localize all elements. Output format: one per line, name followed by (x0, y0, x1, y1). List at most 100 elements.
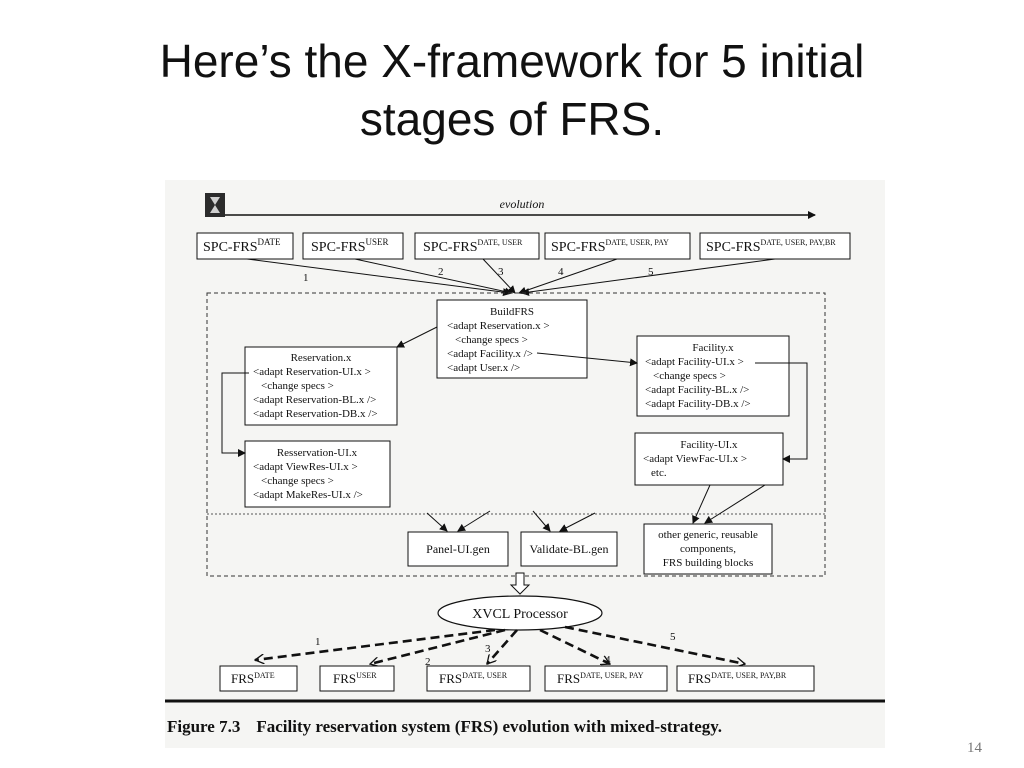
to-processor-arrow (509, 572, 531, 595)
reservation-line-3: <adapt Reservation-BL.x /> (253, 394, 376, 406)
facility-ui-line-1: <adapt ViewFac-UI.x > (643, 453, 747, 465)
buildfrs-line-2: <change specs > (455, 334, 528, 346)
spc-arrow-3 (482, 258, 516, 294)
frs-box-1: FRSDATE (219, 665, 298, 692)
gen-arrow-3 (532, 510, 551, 532)
hourglass-icon (205, 193, 225, 217)
title-line-2: stages of FRS. (359, 93, 665, 145)
facility-line-3: <adapt Facility-BL.x /> (645, 384, 749, 396)
gen-arrow-5 (692, 484, 711, 524)
page-number: 14 (967, 740, 982, 756)
xvcl-processor-label: XVCL Processor (472, 607, 568, 622)
facility-title: Facility.x (692, 342, 734, 354)
buildfrs-title: BuildFRS (490, 306, 534, 318)
spc-arrow-5 (521, 258, 776, 297)
reservation-to-ui-arrow (221, 372, 249, 457)
output-arrow-5 (564, 625, 745, 664)
reservation-ui-box: Resservation-UI.x <adapt ViewRes-UI.x > … (244, 440, 391, 508)
evolution-label: evolution (500, 197, 545, 211)
stage-number-3: 3 (498, 266, 504, 278)
spc-box-2-text: SPC-FRSUSER (311, 237, 389, 255)
reservation-line-1: <adapt Reservation-UI.x > (253, 366, 371, 378)
reservation-ui-line-1: <adapt ViewRes-UI.x > (253, 461, 358, 473)
reservation-ui-line-3: <adapt MakeRes-UI.x /> (253, 489, 363, 501)
reservation-title: Reservation.x (291, 352, 352, 364)
buildfrs-box: BuildFRS <adapt Reservation.x > <change … (436, 299, 588, 379)
spc-box-1-text: SPC-FRSDATE (203, 237, 281, 255)
generic-line-1: other generic, reusable (658, 529, 758, 541)
gen-arrow-2 (457, 510, 491, 532)
figure-image: evolution SPC-FRSDATE SPC-FRSUSER SPC-FR… (165, 180, 885, 748)
output-arrow-1 (255, 628, 496, 660)
buildfrs-to-reservation-arrow (396, 326, 438, 348)
spc-arrow-1 (246, 258, 511, 297)
spc-arrow-2 (354, 258, 513, 296)
reservation-line-4: <adapt Reservation-DB.x /> (253, 408, 378, 420)
buildfrs-line-3: <adapt Facility.x /> (447, 348, 533, 360)
stage-number-2: 2 (438, 266, 444, 278)
reservation-ui-line-2: <change specs > (261, 475, 334, 487)
stage-number-1: 1 (303, 272, 309, 284)
frs-diagram: evolution SPC-FRSDATE SPC-FRSUSER SPC-FR… (165, 193, 885, 736)
validate-bl-gen-label: Validate-BL.gen (530, 542, 609, 556)
gen-arrow-4 (559, 512, 596, 532)
caption-label: Figure 7.3 (167, 717, 240, 736)
frs-box-5: FRSDATE, USER, PAY,BR (676, 665, 815, 692)
xvcl-processor: XVCL Processor (437, 595, 603, 631)
stage-number-5: 5 (648, 266, 654, 278)
output-arrow-2 (370, 628, 506, 664)
stage-number-4: 4 (558, 266, 564, 278)
panel-ui-gen-box: Panel-UI.gen (407, 531, 509, 567)
spc-box-4: SPC-FRSDATE, USER, PAY (544, 232, 691, 260)
title-line-1: Here’s the X-framework for 5 initial (159, 35, 865, 87)
generic-components-box: other generic, reusable components, FRS … (643, 523, 773, 575)
facility-line-2: <change specs > (653, 370, 726, 382)
output-number-1: 1 (315, 636, 321, 648)
output-arrow-4 (539, 628, 610, 664)
spc-box-5: SPC-FRSDATE, USER, PAY,BR (699, 232, 851, 260)
frs-box-3: FRSDATE, USER (426, 665, 531, 692)
output-arrow-3 (486, 629, 518, 664)
facility-line-1: <adapt Facility-UI.x > (645, 356, 744, 368)
generic-line-3: FRS building blocks (663, 557, 753, 569)
spc-box-5-text: SPC-FRSDATE, USER, PAY,BR (706, 238, 836, 255)
buildfrs-to-facility-arrow (536, 352, 638, 367)
facility-ui-title: Facility-UI.x (680, 439, 738, 451)
output-number-5: 5 (670, 631, 676, 643)
gen-arrow-6 (704, 484, 766, 524)
frs-box-4: FRSDATE, USER, PAY (544, 665, 668, 692)
facility-line-4: <adapt Facility-DB.x /> (645, 398, 751, 410)
output-number-4: 4 (605, 654, 611, 666)
spc-box-3: SPC-FRSDATE, USER (414, 232, 540, 260)
facility-ui-box: Facility-UI.x <adapt ViewFac-UI.x > etc. (634, 432, 784, 486)
spc-box-3-text: SPC-FRSDATE, USER (423, 238, 523, 255)
spc-box-2: SPC-FRSUSER (302, 232, 404, 260)
output-number-3: 3 (485, 643, 491, 655)
frs-box-4-text: FRSDATE, USER, PAY (557, 671, 644, 686)
reservation-line-2: <change specs > (261, 380, 334, 392)
validate-bl-gen-box: Validate-BL.gen (520, 531, 618, 567)
figure-caption: Figure 7.3 Facility reservation system (F… (167, 717, 722, 736)
spc-arrow-4 (518, 258, 618, 295)
x-framework-frame (206, 292, 826, 577)
frs-box-2: FRSUSER (319, 665, 395, 692)
gen-arrow-1 (426, 512, 448, 532)
slide-title: Here’s the X-framework for 5 initial sta… (0, 32, 1024, 148)
frs-box-3-text: FRSDATE, USER (439, 671, 508, 686)
caption-text: Facility reservation system (FRS) evolut… (256, 717, 722, 736)
panel-ui-gen-label: Panel-UI.gen (426, 542, 490, 556)
frs-box-5-text: FRSDATE, USER, PAY,BR (688, 671, 787, 686)
generic-line-2: components, (680, 543, 736, 555)
facility-ui-line-2: etc. (651, 467, 667, 479)
reservation-box: Reservation.x <adapt Reservation-UI.x > … (244, 346, 398, 426)
buildfrs-line-1: <adapt Reservation.x > (447, 320, 550, 332)
spc-box-4-text: SPC-FRSDATE, USER, PAY (551, 238, 669, 255)
buildfrs-line-4: <adapt User.x /> (447, 362, 520, 374)
output-number-2: 2 (425, 656, 431, 668)
facility-box: Facility.x <adapt Facility-UI.x > <chang… (636, 335, 790, 417)
frs-box-1-text: FRSDATE (231, 671, 275, 686)
facility-to-ui-arrow (755, 362, 808, 463)
frs-box-2-text: FRSUSER (333, 671, 377, 686)
reservation-ui-title: Resservation-UI.x (277, 447, 358, 459)
spc-box-1: SPC-FRSDATE (196, 232, 294, 260)
